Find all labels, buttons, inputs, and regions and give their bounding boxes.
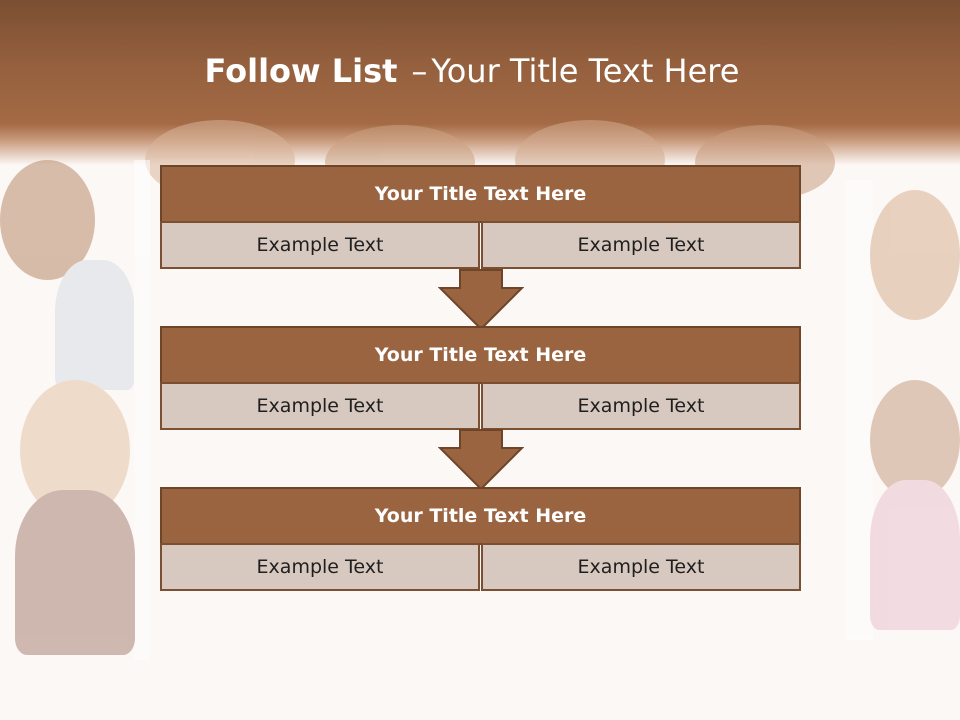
title-dash: – <box>411 52 428 90</box>
step-cell-left: Example Text <box>160 382 480 430</box>
step-cell-left: Example Text <box>160 221 480 269</box>
step-title: Your Title Text Here <box>160 326 801 384</box>
step-cell-right: Example Text <box>481 543 801 591</box>
step-cell-left: Example Text <box>160 543 480 591</box>
children-photo-left <box>0 160 150 660</box>
step-block-1: Your Title Text Here Example Text Exampl… <box>160 165 801 271</box>
children-photo-right <box>845 180 960 640</box>
step-title: Your Title Text Here <box>160 487 801 545</box>
step-block-3: Your Title Text Here Example Text Exampl… <box>160 487 801 593</box>
step-title: Your Title Text Here <box>160 165 801 223</box>
title-rest: Your Title Text Here <box>431 52 740 90</box>
down-arrow-icon <box>438 429 524 491</box>
step-cell-right: Example Text <box>481 221 801 269</box>
slide-title: Follow List–Your Title Text Here <box>0 52 944 90</box>
down-arrow-icon <box>438 269 524 331</box>
step-cell-right: Example Text <box>481 382 801 430</box>
step-block-2: Your Title Text Here Example Text Exampl… <box>160 326 801 432</box>
title-bold: Follow List <box>204 52 398 90</box>
